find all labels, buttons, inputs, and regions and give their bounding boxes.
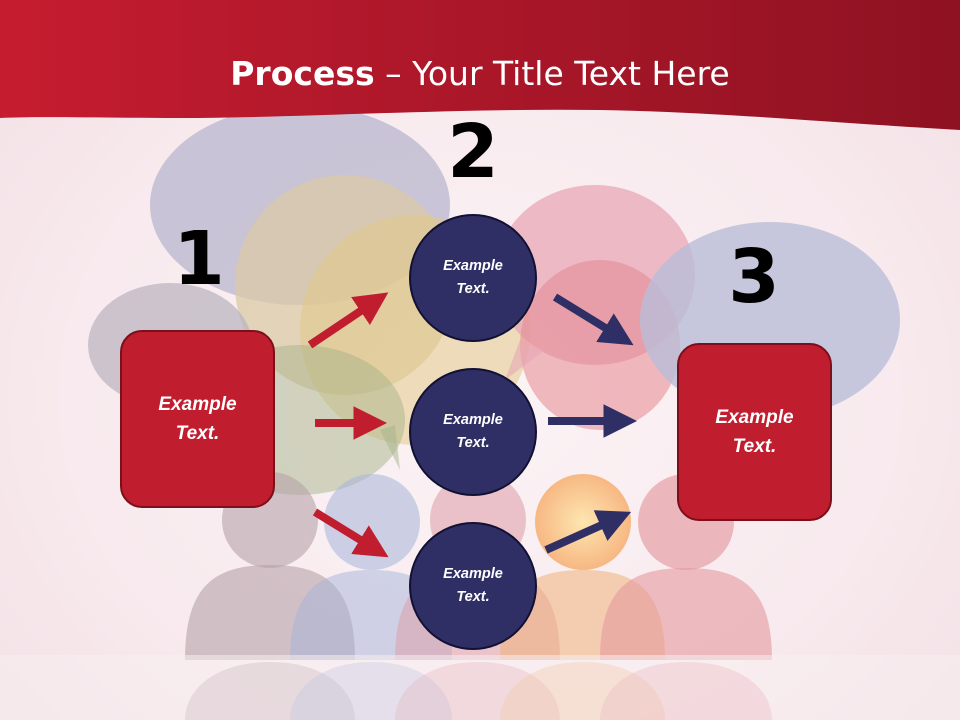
- person-body: [600, 568, 772, 660]
- title-rest: – Your Title Text Here: [374, 54, 730, 93]
- arrow-to-circle-3: [312, 508, 389, 558]
- left-process-box: Example Text.: [120, 330, 275, 508]
- title-bold: Process: [230, 54, 375, 93]
- process-circle-1: Example Text.: [409, 214, 537, 342]
- floor-reflection: [0, 655, 960, 720]
- step-number-2: 2: [447, 109, 499, 195]
- step-number-1: 1: [173, 216, 225, 302]
- right-process-box: Example Text.: [677, 343, 832, 521]
- process-circle-3: Example Text.: [409, 522, 537, 650]
- arrow-from-circle-1: [552, 293, 634, 346]
- slide-title: Process – Your Title Text Here: [0, 52, 960, 96]
- person-head: [324, 474, 420, 570]
- arrow-to-circle-1: [307, 292, 389, 349]
- header-band: [0, 0, 960, 130]
- process-circle-2: Example Text.: [409, 368, 537, 496]
- step-number-3: 3: [728, 234, 780, 320]
- bubble-tail: [505, 340, 545, 380]
- arrow-from-circle-3: [544, 510, 632, 554]
